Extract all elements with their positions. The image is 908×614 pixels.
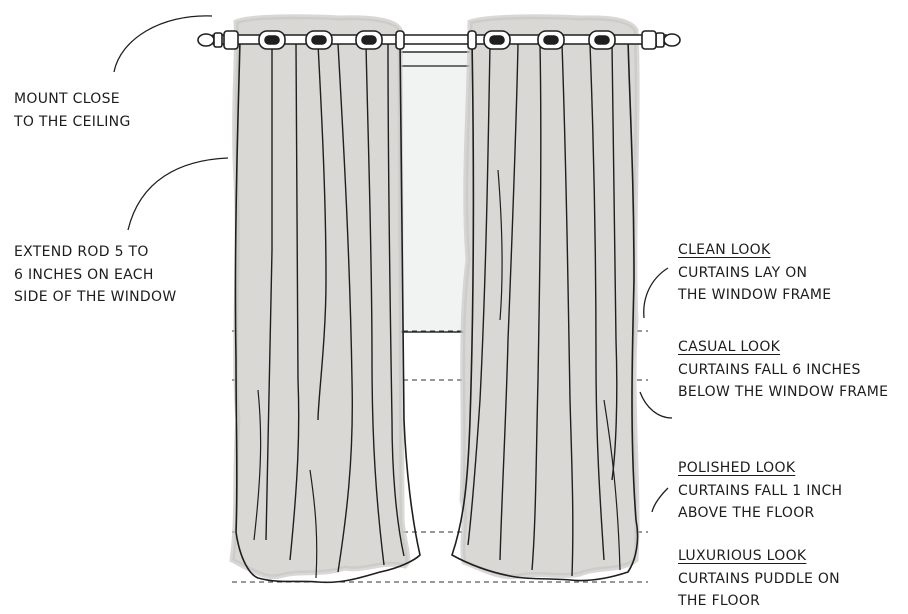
annotation-line: SIDE OF THE WINDOW (14, 289, 177, 305)
annotation-line: CURTAINS PUDDLE ON (678, 570, 840, 587)
annotation-line: BELOW THE WINDOW FRAME (678, 384, 889, 400)
clean-callout-line (643, 267, 669, 319)
grommet-icon (467, 30, 616, 50)
annotation-line: CURTAINS LAY ON (678, 264, 808, 281)
polished-look-heading: POLISHED LOOK (678, 460, 796, 476)
polished-callout-line (651, 487, 669, 513)
callout-lines (113, 15, 673, 513)
casual-look-annotation: CASUAL LOOK CURTAINS FALL 6 INCHES BELOW… (678, 336, 888, 404)
mount-callout-line (113, 15, 213, 73)
annotation-line: TO THE CEILING (14, 113, 131, 130)
annotation-line: ABOVE THE FLOOR (678, 505, 815, 521)
luxurious-look-heading: LUXURIOUS LOOK (678, 548, 807, 564)
annotation-line: THE FLOOR (678, 593, 761, 609)
annotation-line: EXTEND ROD 5 TO (14, 244, 149, 260)
casual-callout-line (639, 391, 673, 419)
luxurious-look-annotation: LUXURIOUS LOOK CURTAINS PUDDLE ON THE FL… (678, 545, 840, 613)
clean-look-annotation: CLEAN LOOK CURTAINS LAY ON THE WINDOW FR… (678, 239, 831, 307)
annotation-line: THE WINDOW FRAME (678, 287, 832, 303)
left-curtain-panel-icon (229, 14, 421, 584)
annotation-line: MOUNT CLOSE (14, 91, 120, 107)
right-finial-icon (641, 30, 681, 50)
grommet-icon (258, 30, 405, 50)
annotation-line: CURTAINS FALL 1 INCH (678, 482, 843, 499)
extend-callout-line (127, 157, 229, 231)
casual-look-heading: CASUAL LOOK (678, 339, 781, 355)
curtain-rod-icon (197, 30, 681, 50)
clean-look-heading: CLEAN LOOK (678, 242, 771, 258)
annotation-line: CURTAINS FALL 6 INCHES (678, 361, 861, 378)
annotation-line: 6 INCHES ON EACH (14, 266, 154, 283)
extend-rod-annotation: EXTEND ROD 5 TO 6 INCHES ON EACH SIDE OF… (14, 241, 176, 309)
left-finial-icon (197, 30, 239, 50)
window-icon (399, 51, 473, 333)
mount-annotation: MOUNT CLOSE TO THE CEILING (14, 88, 131, 133)
polished-look-annotation: POLISHED LOOK CURTAINS FALL 1 INCH ABOVE… (678, 457, 842, 525)
right-curtain-panel-icon (451, 14, 640, 582)
